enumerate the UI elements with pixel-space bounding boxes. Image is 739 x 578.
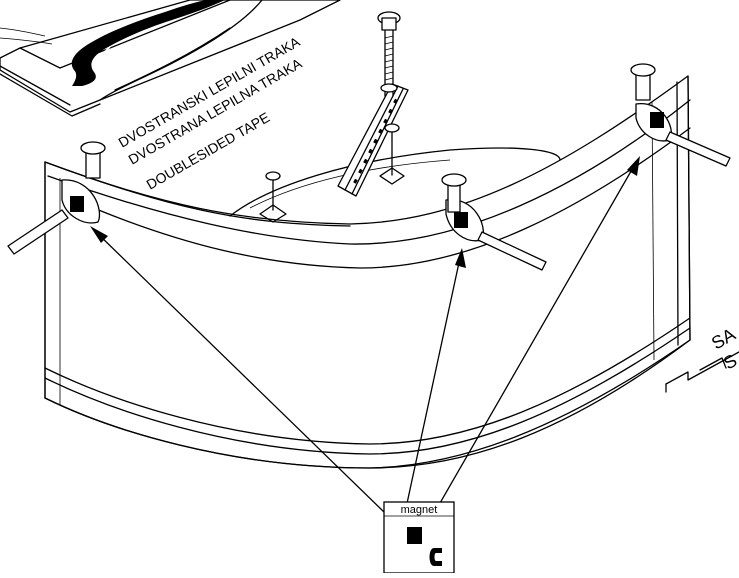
- bracket-icon: [7, 141, 106, 255]
- screw-icon: [259, 123, 405, 223]
- magnet-label: magnet: [401, 504, 438, 516]
- bracket-icon: [441, 173, 547, 271]
- tub-rim: [229, 147, 561, 217]
- support-rail: [337, 11, 409, 197]
- leveling-foot-icon: [377, 11, 401, 93]
- arrow-icon: [90, 156, 640, 513]
- magnet-box: magnet: [383, 501, 455, 574]
- double-sided-tape: [71, 0, 225, 86]
- bracket-icon: [630, 63, 731, 167]
- magnet-icon: [429, 548, 442, 566]
- side-label-line1: SA: [708, 324, 739, 353]
- magnetic-plate-icon: [407, 527, 422, 544]
